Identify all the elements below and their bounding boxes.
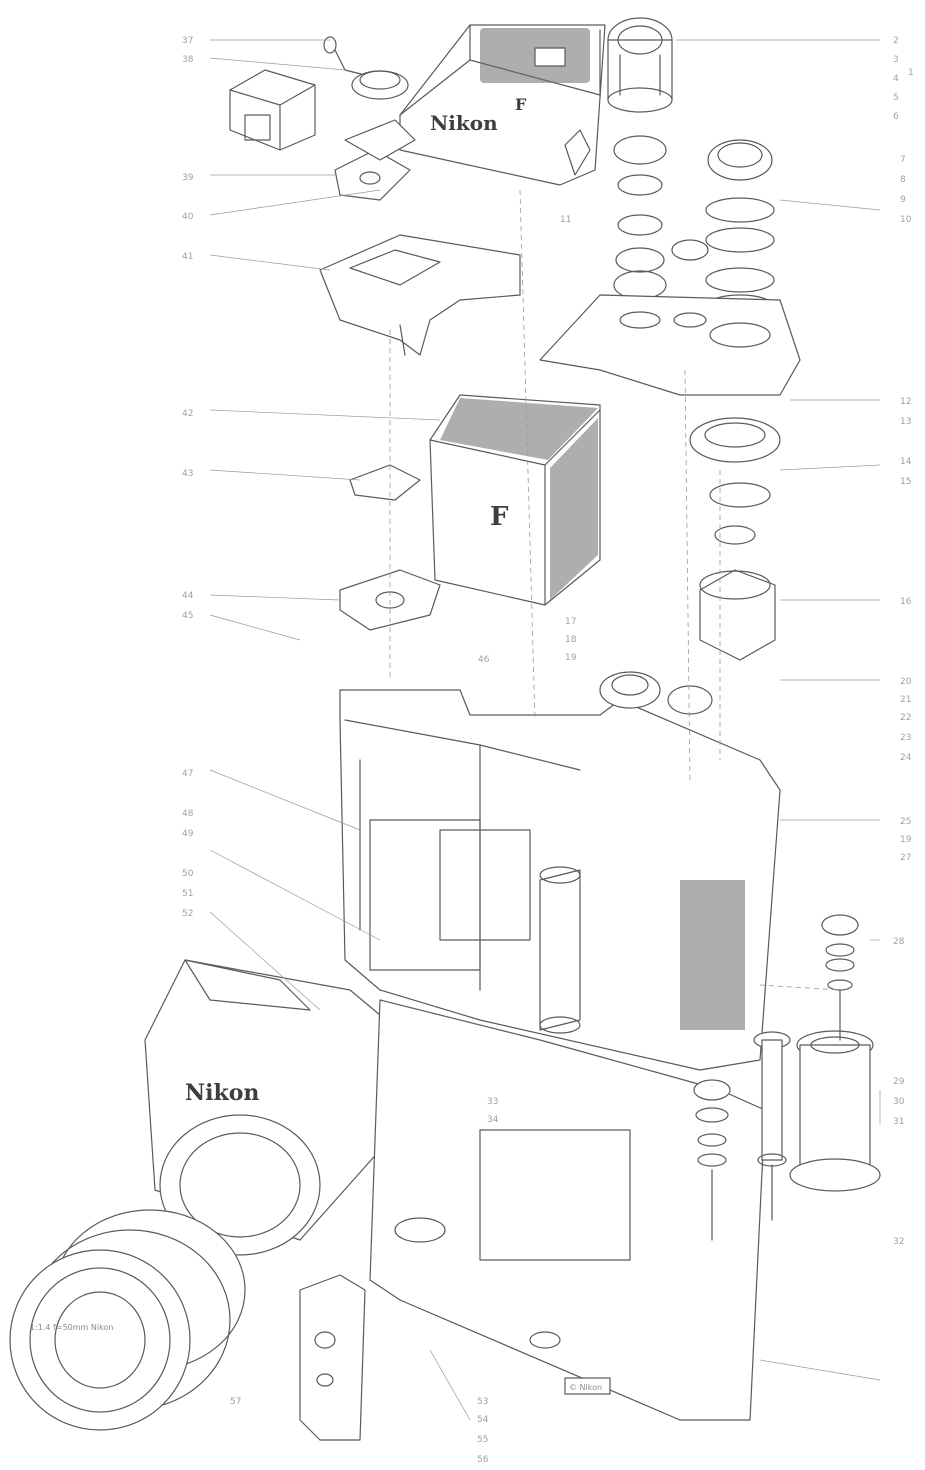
callout-47: 47	[182, 769, 193, 779]
callout-46: 46	[478, 655, 490, 665]
callout-50: 50	[182, 869, 194, 879]
callout-39: 39	[182, 173, 194, 183]
finder-base-frame	[319, 234, 521, 356]
callout-32: 32	[893, 1237, 904, 1247]
callout-40: 40	[182, 212, 194, 222]
top-cover-plate	[539, 294, 801, 396]
camera-body-chassis	[339, 689, 781, 1071]
callout-52: 52	[182, 909, 193, 919]
body-nikon-logo: Nikon	[185, 1080, 259, 1106]
mirror-box-front: Nikon	[144, 959, 381, 1256]
callout-leaders	[209, 39, 881, 1421]
callout-43: 43	[182, 469, 193, 479]
lens-assembly: 1:1.4 f=50mm Nikon	[9, 1209, 246, 1431]
finder-f-badge: F	[490, 502, 509, 532]
callout-19b: 19	[900, 835, 912, 845]
callouts-right: 2 3 4 5 6 1 7 8 9 10 12 13 14 15 16 20 2…	[893, 36, 914, 1247]
callout-2: 2	[893, 36, 899, 46]
callout-57: 57	[230, 1397, 241, 1407]
callout-21: 21	[900, 695, 911, 705]
callout-55: 55	[477, 1435, 488, 1445]
callout-10: 10	[900, 215, 912, 225]
callout-49: 49	[182, 829, 194, 839]
callout-6: 6	[893, 112, 899, 122]
callout-9: 9	[900, 195, 906, 205]
callout-14: 14	[900, 457, 912, 467]
callout-44: 44	[182, 591, 194, 601]
callout-7: 7	[900, 155, 906, 165]
callout-25: 25	[900, 817, 911, 827]
callout-23: 23	[900, 733, 911, 743]
callout-18: 18	[565, 635, 577, 645]
callout-54: 54	[477, 1415, 489, 1425]
meter-dial-stack	[613, 135, 775, 316]
callout-33: 33	[487, 1097, 498, 1107]
callout-16: 16	[900, 597, 912, 607]
rewind-fork	[821, 914, 859, 1041]
callout-45: 45	[182, 611, 193, 621]
callout-31: 31	[893, 1117, 904, 1127]
rewind-crank	[323, 36, 409, 100]
prism-finder-housing: Nikon F	[399, 24, 606, 186]
callout-28: 28	[893, 937, 905, 947]
callout-34: 34	[487, 1115, 499, 1125]
lens-engraving: 1:1.4 f=50mm Nikon	[30, 1323, 113, 1332]
callout-19: 19	[565, 653, 577, 663]
callout-3: 3	[893, 55, 899, 65]
baseplate: © Nikon	[369, 999, 766, 1421]
prism-f-badge: F	[515, 95, 527, 114]
callout-24: 24	[900, 753, 912, 763]
callout-30: 30	[893, 1097, 905, 1107]
callout-17: 17	[565, 617, 576, 627]
spring-stack	[693, 1079, 731, 1241]
callout-51: 51	[182, 889, 193, 899]
speed-ring-parts	[689, 417, 781, 661]
callout-53: 53	[477, 1397, 488, 1407]
callout-37: 37	[182, 36, 193, 46]
gear-train	[599, 671, 713, 715]
callout-42: 42	[182, 409, 193, 419]
callout-29: 29	[893, 1077, 905, 1087]
film-spool	[789, 1030, 881, 1192]
callout-5: 5	[893, 93, 899, 103]
baseplate-stamp: © Nikon	[569, 1383, 602, 1392]
prism-nikon-logo: Nikon	[430, 111, 498, 135]
shutter-speed-dial	[607, 17, 673, 113]
callout-27: 27	[900, 853, 911, 863]
finder-mount-plate	[334, 119, 416, 201]
release-assembly	[299, 1274, 366, 1441]
callout-13: 13	[900, 417, 911, 427]
callout-56: 56	[477, 1455, 489, 1465]
callout-1: 1	[908, 68, 914, 78]
callout-48: 48	[182, 809, 194, 819]
callout-20: 20	[900, 677, 912, 687]
callout-8: 8	[900, 175, 906, 185]
callout-15: 15	[900, 477, 911, 487]
accessory-clip	[229, 69, 316, 151]
callout-11: 11	[560, 215, 571, 225]
callout-38: 38	[182, 55, 194, 65]
callout-41: 41	[182, 252, 193, 262]
callout-4: 4	[893, 74, 899, 84]
callouts-left: 37 38 39 40 41 42 43 44 45 47 48 49 50 5…	[182, 36, 194, 919]
waist-finder-block: F	[429, 394, 601, 606]
callout-22: 22	[900, 713, 911, 723]
assembly-guide-lines	[389, 189, 841, 991]
takeup-shaft	[753, 1031, 791, 1221]
callout-12: 12	[900, 397, 911, 407]
callouts-center: 11 17 18 19 33 34 46 53 54 55 56 57	[230, 215, 577, 1465]
